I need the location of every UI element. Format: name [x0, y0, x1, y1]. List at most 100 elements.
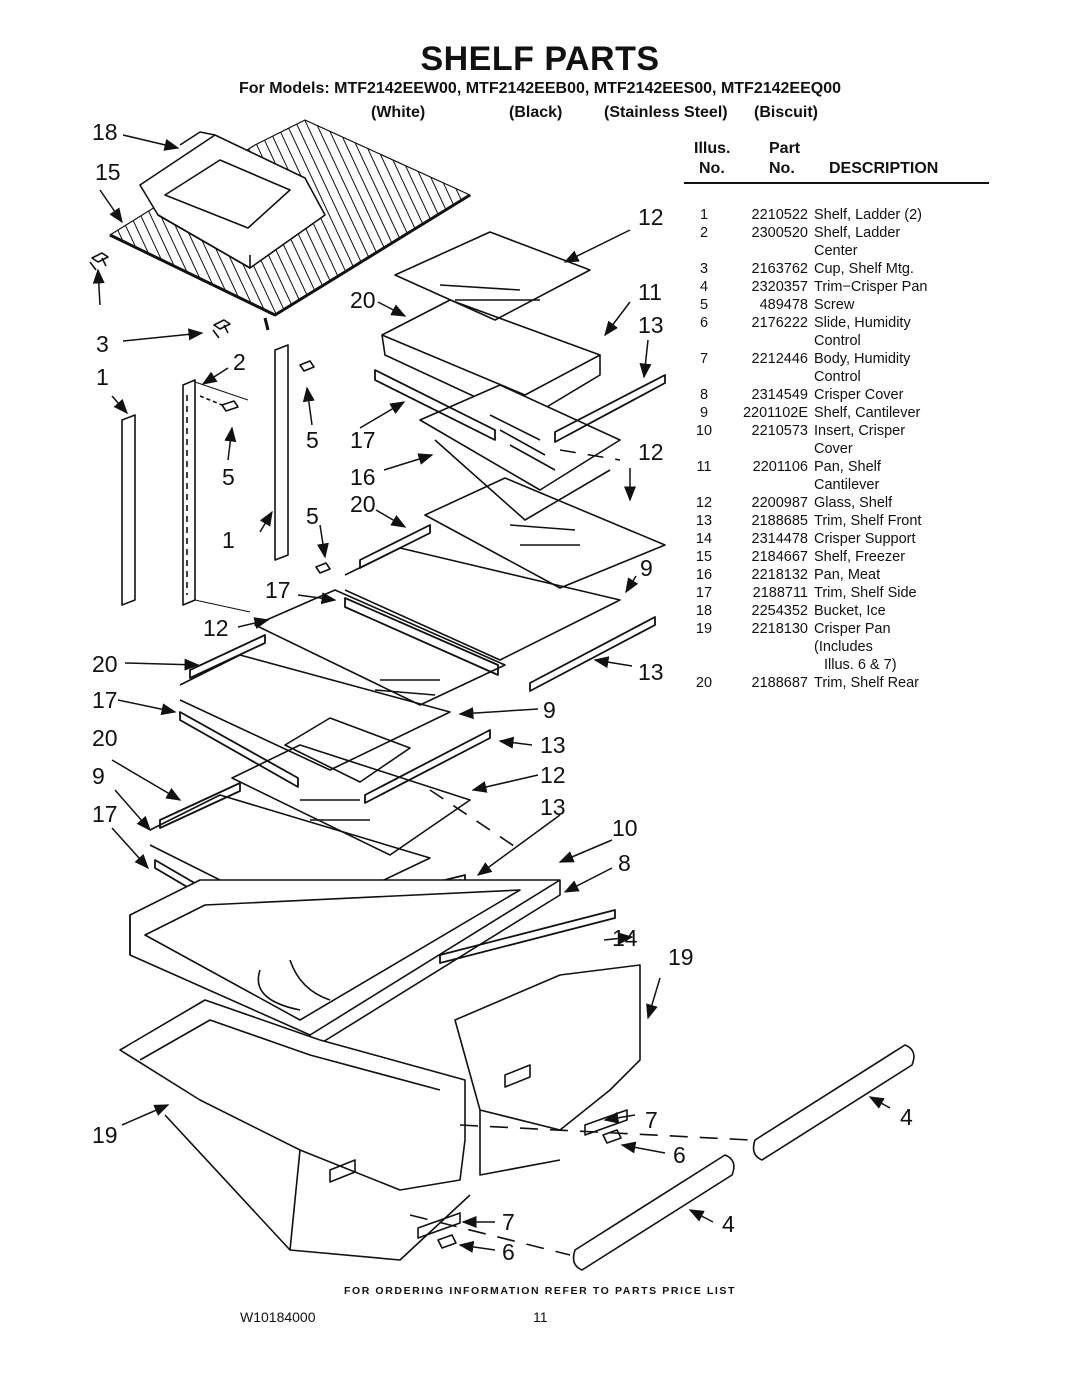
callout-17: 17: [92, 801, 118, 827]
part-description: Trim−Crisper Pan: [814, 278, 989, 296]
illus-number: 1: [699, 207, 709, 223]
part-description: Pan, Meat: [814, 566, 989, 584]
illus-number: 11: [696, 459, 712, 475]
part-description: Shelf, Cantilever: [814, 404, 989, 422]
page-title: SHELF PARTS: [420, 40, 660, 78]
header-part: Part: [769, 140, 801, 157]
part-number: 2320357: [751, 279, 808, 295]
callout-7: 7: [645, 1107, 658, 1133]
description-line: Pan, Meat: [814, 567, 881, 583]
description-line: Shelf, Cantilever: [814, 405, 921, 421]
callout-1: 1: [222, 527, 235, 553]
document-number: W10184000: [240, 1309, 316, 1325]
callout-4: 4: [900, 1104, 913, 1130]
illus-number: 16: [695, 567, 713, 583]
callout-4: 4: [722, 1211, 735, 1237]
description-line: Crisper Pan: [814, 621, 891, 637]
illus-number: 3: [699, 261, 709, 277]
callout-20: 20: [350, 287, 376, 313]
illus-number: 4: [699, 279, 709, 295]
header-no-part: No.: [769, 160, 795, 177]
description-line: Center: [814, 243, 858, 259]
part-number: 2210522: [751, 207, 808, 223]
callout-5: 5: [306, 427, 319, 453]
top-glass-shelf: [394, 231, 591, 321]
callout-2: 2: [233, 349, 246, 375]
ordering-footer: FOR ORDERING INFORMATION REFER TO PARTS …: [343, 1285, 737, 1297]
illus-number: 19: [695, 621, 713, 637]
part-description: Trim, Shelf Front: [814, 512, 989, 530]
illus-number: 15: [695, 549, 713, 565]
part-number: 2314549: [751, 387, 808, 403]
description-line: Insert, Crisper: [814, 423, 906, 439]
callout-10: 10: [612, 815, 638, 841]
callout-19: 19: [668, 944, 694, 970]
description-line: Shelf, Ladder (2): [814, 207, 923, 223]
callout-17: 17: [265, 577, 291, 603]
finish-stainless: (Stainless Steel): [604, 104, 728, 121]
finish-biscuit: (Biscuit): [754, 104, 818, 121]
finish-black: (Black): [509, 104, 563, 121]
callout-numbers: 18 15 12 20 11 13 3 2 1 5 17 12 16 5 20 …: [92, 119, 913, 1265]
part-number: 2184667: [751, 549, 808, 565]
part-number: 2212446: [751, 351, 808, 367]
part-description: Cup, Shelf Mtg.: [814, 260, 989, 278]
part-number: 2218132: [751, 567, 808, 583]
shelf-ladders: [121, 344, 289, 613]
callout-5: 5: [306, 503, 319, 529]
description-line: Pan, Shelf: [814, 459, 881, 475]
description-line: Screw: [814, 297, 855, 313]
callout-5: 5: [222, 464, 235, 490]
illus-number: 13: [695, 513, 713, 529]
part-number: 2254352: [751, 603, 808, 619]
part-number: 2218130: [751, 621, 808, 637]
description-line: Control: [814, 369, 861, 385]
table-row: 13 2188685 Trim, Shelf Front: [684, 512, 989, 530]
illus-number: 9: [699, 405, 709, 421]
header-no-illus: No.: [699, 160, 725, 177]
part-number: 2188687: [751, 675, 808, 691]
crisper-pan-trims: [409, 1044, 915, 1271]
illus-number: 17: [695, 585, 713, 601]
description-line: Cover: [814, 441, 853, 457]
description-line: Cup, Shelf Mtg.: [814, 261, 914, 277]
part-number: 2300520: [751, 225, 808, 241]
leader-arrows: [92, 134, 891, 1253]
part-description: Bucket, Ice: [814, 602, 989, 620]
description-line: Crisper Cover: [814, 387, 904, 403]
parts-table-header: Illus. Part No. No. DESCRIPTION: [684, 140, 989, 184]
illus-number: 12: [695, 495, 713, 511]
description-line: Cantilever: [814, 477, 880, 493]
description-line: Trim, Shelf Rear: [814, 675, 920, 691]
callout-6: 6: [502, 1239, 515, 1265]
callout-1: 1: [96, 364, 109, 390]
part-description: Screw: [814, 296, 989, 314]
callout-17: 17: [92, 687, 118, 713]
description-line: Trim−Crisper Pan: [814, 279, 928, 295]
models-line: For Models: MTF2142EEW00, MTF2142EEB00, …: [239, 80, 841, 97]
meat-pan: [419, 384, 621, 521]
callout-3: 3: [96, 331, 109, 357]
part-number: 2188711: [752, 585, 808, 601]
part-number: 2188685: [751, 513, 808, 529]
part-description: Glass, Shelf: [814, 494, 989, 512]
description-line: Trim, Shelf Front: [814, 513, 922, 529]
callout-15: 15: [95, 159, 121, 185]
callout-20: 20: [92, 725, 118, 751]
illus-number: 2: [699, 225, 709, 241]
finish-white: (White): [371, 104, 426, 121]
